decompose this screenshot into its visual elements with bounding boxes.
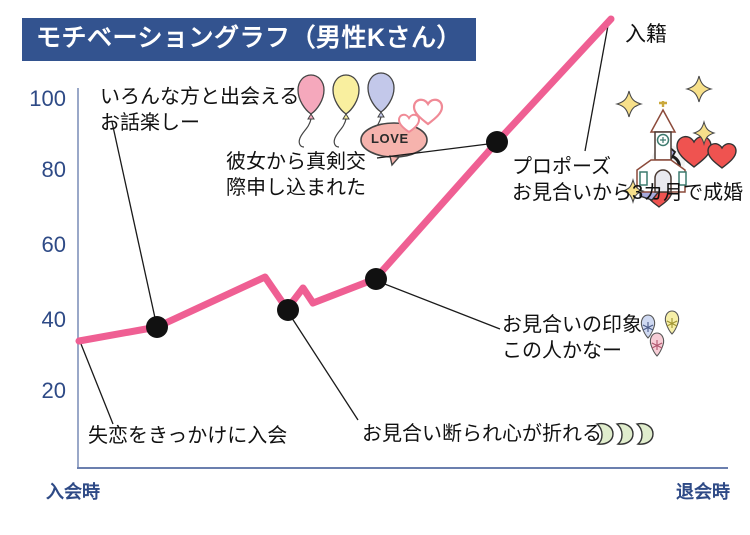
annotation-girlfriend-line-1: 彼女から真剣交 bbox=[226, 151, 366, 173]
page-title: モチベーショングラフ（男性Kさん） bbox=[22, 18, 477, 61]
annotation-join-line-2: お話楽しー bbox=[100, 111, 200, 134]
love-badge-label: LOVE bbox=[371, 131, 409, 146]
annotation-join-line-1: いろんな方と出会える bbox=[100, 86, 300, 108]
x-axis-start-label: 入会時 bbox=[46, 482, 100, 502]
balloon-yellow-icon bbox=[332, 74, 360, 148]
marker-join bbox=[146, 316, 168, 338]
annotation-propose-line-1: プロポーズ bbox=[512, 156, 611, 178]
annotation-omiai-line-2: この人かなー bbox=[502, 339, 622, 362]
y-tick-80: 80 bbox=[41, 157, 66, 182]
marker-refused bbox=[277, 299, 299, 321]
sweat-drops-icon bbox=[595, 422, 654, 445]
leader-omiai bbox=[376, 280, 501, 330]
y-tick-20: 20 bbox=[41, 378, 66, 403]
balloon-pink-icon bbox=[297, 74, 325, 148]
annotation-refused: お見合い断られ心が折れる bbox=[362, 422, 602, 448]
marker-omiai bbox=[365, 268, 387, 290]
leader-breakup bbox=[80, 343, 114, 425]
annotation-marriage-line-1: 入籍 bbox=[625, 23, 667, 46]
y-tick-100: 100 bbox=[29, 86, 66, 111]
annotation-omiai: お見合いの印象 この人かなー bbox=[502, 313, 642, 364]
leader-refused bbox=[287, 311, 359, 421]
annotation-join: いろんな方と出会える お話楽しー bbox=[100, 85, 299, 136]
annotation-propose: プロポーズ お見合いから3カ月で成婚 bbox=[512, 155, 743, 206]
annotation-girlfriend-line-2: 際申し込まれた bbox=[226, 176, 366, 199]
annotation-omiai-line-1: お見合いの印象 bbox=[502, 314, 642, 336]
x-axis-end-label: 退会時 bbox=[676, 482, 730, 502]
y-tick-60: 60 bbox=[41, 232, 66, 257]
marker-propose bbox=[486, 131, 508, 153]
heart-outline-icon bbox=[397, 98, 444, 134]
leader-propose bbox=[584, 19, 610, 152]
annotation-breakup: 失恋をきっかけに入会 bbox=[88, 424, 287, 450]
annotation-refused-line-1: お見合い断られ心が折れる bbox=[362, 423, 602, 445]
annotation-girlfriend: 彼女から真剣交 際申し込まれた bbox=[226, 150, 366, 201]
annotation-marriage: 入籍 bbox=[625, 22, 667, 49]
annotation-breakup-line-1: 失恋をきっかけに入会 bbox=[88, 425, 288, 447]
y-axis-line bbox=[77, 88, 79, 469]
leader-join bbox=[111, 121, 158, 328]
x-axis-line bbox=[77, 467, 728, 469]
annotation-propose-line-2: お見合いから3カ月で成婚 bbox=[512, 181, 744, 204]
sparkle-burst-icon bbox=[640, 310, 680, 357]
y-tick-40: 40 bbox=[41, 307, 66, 332]
